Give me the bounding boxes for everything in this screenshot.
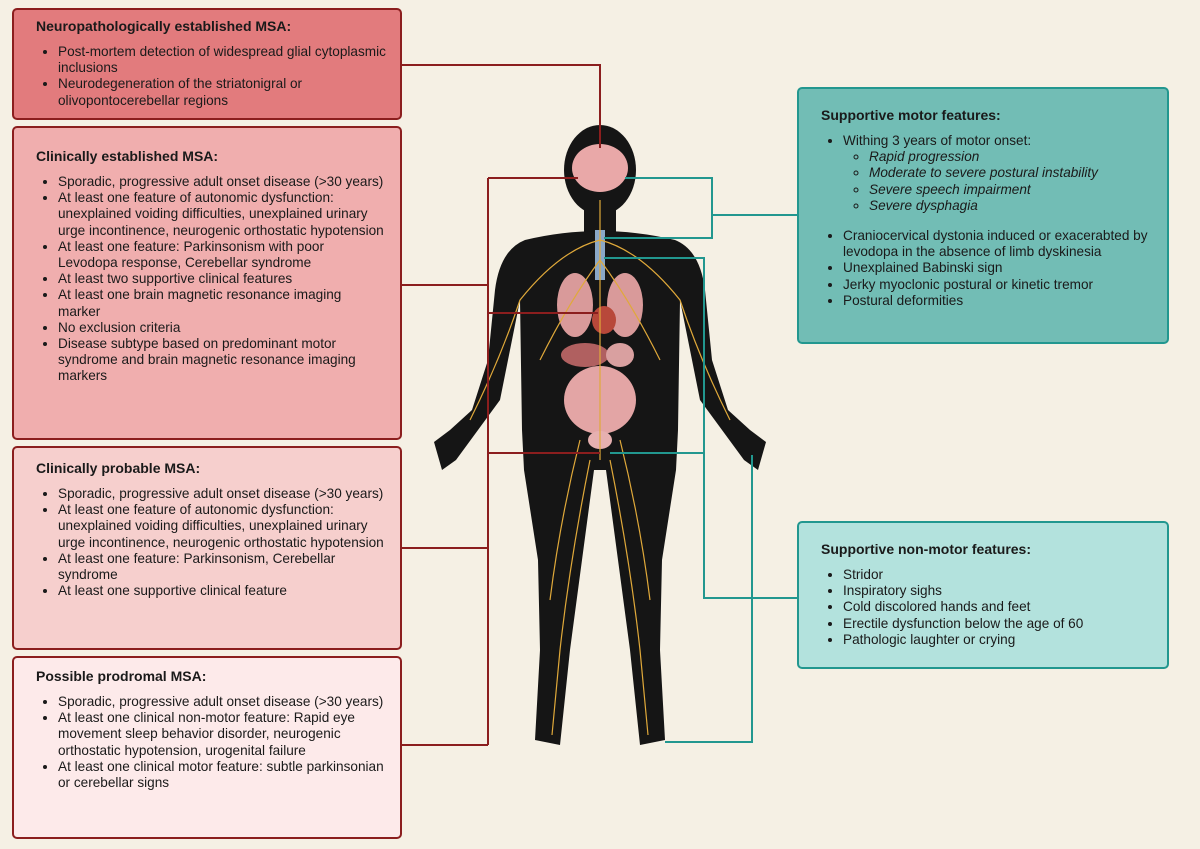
heart-icon (592, 306, 616, 334)
clinically-established-list: Sporadic, progressive adult onset diseas… (36, 174, 386, 385)
list-item: Unexplained Babinski sign (843, 260, 1153, 276)
list-item: At least one feature of autonomic dysfun… (58, 502, 386, 551)
list-item: Post-mortem detection of widespread glia… (58, 44, 386, 76)
red-connectors (402, 64, 601, 746)
list-item: Stridor (843, 567, 1153, 583)
clinically-probable-title: Clinically probable MSA: (36, 460, 201, 476)
supportive-motor-box: Supportive motor features: Withing 3 yea… (797, 87, 1169, 344)
list-item: At least one feature: Parkinsonism with … (58, 239, 386, 271)
list-item: Sporadic, progressive adult onset diseas… (58, 486, 386, 502)
left-lung (557, 273, 593, 337)
list-item: Inspiratory sighs (843, 583, 1153, 599)
list-item: At least one brain magnetic resonance im… (58, 287, 386, 319)
nerves (469, 200, 731, 736)
clinically-probable-box: Clinically probable MSA: Sporadic, progr… (12, 446, 402, 650)
list-item: At least two supportive clinical feature… (58, 271, 386, 287)
list-item: Erectile dysfunction below the age of 60 (843, 616, 1153, 632)
list-item: Rapid progression (869, 149, 1153, 165)
clinically-established-title: Clinically established MSA: (36, 148, 219, 164)
supportive-motor-list-2: Craniocervical dystonia induced or exace… (821, 228, 1153, 309)
brain-icon (572, 144, 628, 192)
supportive-motor-list: Withing 3 years of motor onset: Rapid pr… (821, 133, 1153, 214)
list-item: Moderate to severe postural instability (869, 165, 1153, 181)
list-item: At least one feature: Parkinsonism, Cere… (58, 551, 386, 583)
list-item: Cold discolored hands and feet (843, 599, 1153, 615)
list-item: Pathologic laughter or crying (843, 632, 1153, 648)
list-item: Jerky myoclonic postural or kinetic trem… (843, 277, 1153, 293)
clinically-probable-list: Sporadic, progressive adult onset diseas… (36, 486, 386, 599)
possible-prodromal-list: Sporadic, progressive adult onset diseas… (36, 694, 386, 791)
supportive-nonmotor-title: Supportive non-motor features: (821, 541, 1032, 557)
list-item: Sporadic, progressive adult onset diseas… (58, 174, 386, 190)
stomach (606, 343, 634, 367)
liver (561, 343, 609, 367)
clinically-established-box: Clinically established MSA: Sporadic, pr… (12, 126, 402, 440)
supportive-nonmotor-list: Stridor Inspiratory sighs Cold discolore… (821, 567, 1153, 648)
list-item: Severe speech impairment (869, 182, 1153, 198)
motor-sublist: Rapid progression Moderate to severe pos… (843, 149, 1153, 214)
list-item: Craniocervical dystonia induced or exace… (843, 228, 1153, 260)
list-item: Withing 3 years of motor onset: Rapid pr… (843, 133, 1153, 214)
list-item: Postural deformities (843, 293, 1153, 309)
list-item: Disease subtype based on predominant mot… (58, 336, 386, 385)
supportive-motor-title: Supportive motor features: (821, 107, 1001, 123)
motor-lead: Withing 3 years of motor onset: (843, 133, 1032, 148)
supportive-nonmotor-box: Supportive non-motor features: Stridor I… (797, 521, 1169, 669)
list-item: Sporadic, progressive adult onset diseas… (58, 694, 386, 710)
right-lung (607, 273, 643, 337)
list-item: Severe dysphagia (869, 198, 1153, 214)
list-item: At least one clinical non-motor feature:… (58, 710, 386, 759)
list-item: Neurodegeneration of the striatonigral o… (58, 76, 386, 108)
possible-prodromal-box: Possible prodromal MSA: Sporadic, progre… (12, 656, 402, 839)
list-item: At least one feature of autonomic dysfun… (58, 190, 386, 239)
list-item: At least one supportive clinical feature (58, 583, 386, 599)
neuropath-box: Neuropathologically established MSA: Pos… (12, 8, 402, 120)
possible-prodromal-title: Possible prodromal MSA: (36, 668, 207, 684)
list-item: At least one clinical motor feature: sub… (58, 759, 386, 791)
teal-connectors (604, 177, 797, 743)
neuropath-title: Neuropathologically established MSA: (36, 18, 292, 34)
organs (557, 144, 643, 449)
list-item: No exclusion criteria (58, 320, 386, 336)
neuropath-list: Post-mortem detection of widespread glia… (36, 44, 386, 109)
